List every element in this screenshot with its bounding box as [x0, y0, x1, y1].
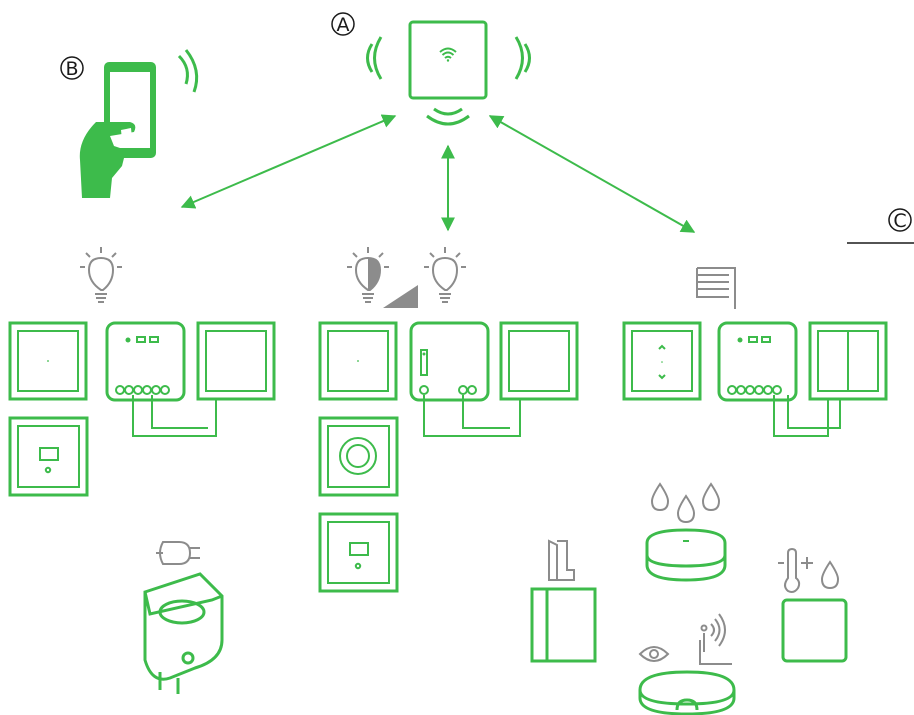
light-bulb-icon [80, 247, 122, 303]
gateway-label-circle [331, 12, 355, 36]
blind-actuator-module [717, 321, 798, 402]
temperature-humidity-icon [778, 547, 840, 593]
smartphone-label-circle [60, 56, 84, 80]
connection-arrows [180, 114, 696, 233]
wiring [423, 395, 521, 437]
switch-actuator-module [105, 321, 186, 402]
arrow-to-switch-group [180, 114, 397, 209]
arrow-to-blind-group [488, 115, 696, 233]
smart-plug [143, 572, 224, 694]
gateway-signal-waves [366, 36, 531, 126]
double-wall-switch [808, 321, 888, 401]
thermostat-switch [318, 512, 399, 593]
wired-devices-label: C [893, 210, 906, 232]
plug-icon [156, 541, 200, 565]
water-leak-sensor [645, 528, 727, 582]
motion-sensor [638, 670, 736, 715]
wired-devices-label-circle [888, 208, 912, 232]
gateway-label: A [337, 14, 350, 36]
blind-switch [622, 321, 702, 401]
dimmer-icon [347, 247, 466, 308]
gateway-device [366, 20, 531, 126]
door-window-sensor [530, 587, 597, 663]
temperature-humidity-sensor [781, 598, 848, 663]
thermostat-switch [8, 416, 89, 497]
wall-switch [196, 321, 276, 401]
smartphone-label: B [65, 58, 78, 80]
water-drops-icon [650, 482, 721, 524]
wifi-icon [439, 47, 457, 62]
door-icon [548, 539, 575, 581]
wiring [132, 395, 217, 437]
rotary-dimmer [318, 416, 399, 497]
motion-presence-icon [638, 613, 732, 665]
wall-switch [499, 321, 579, 401]
wall-switch [318, 321, 398, 401]
dimmer-actuator-module [409, 321, 490, 402]
wall-switch [8, 321, 88, 401]
blind-icon [696, 267, 736, 309]
smartphone-hand-icon [79, 49, 199, 198]
wiring [773, 395, 841, 437]
